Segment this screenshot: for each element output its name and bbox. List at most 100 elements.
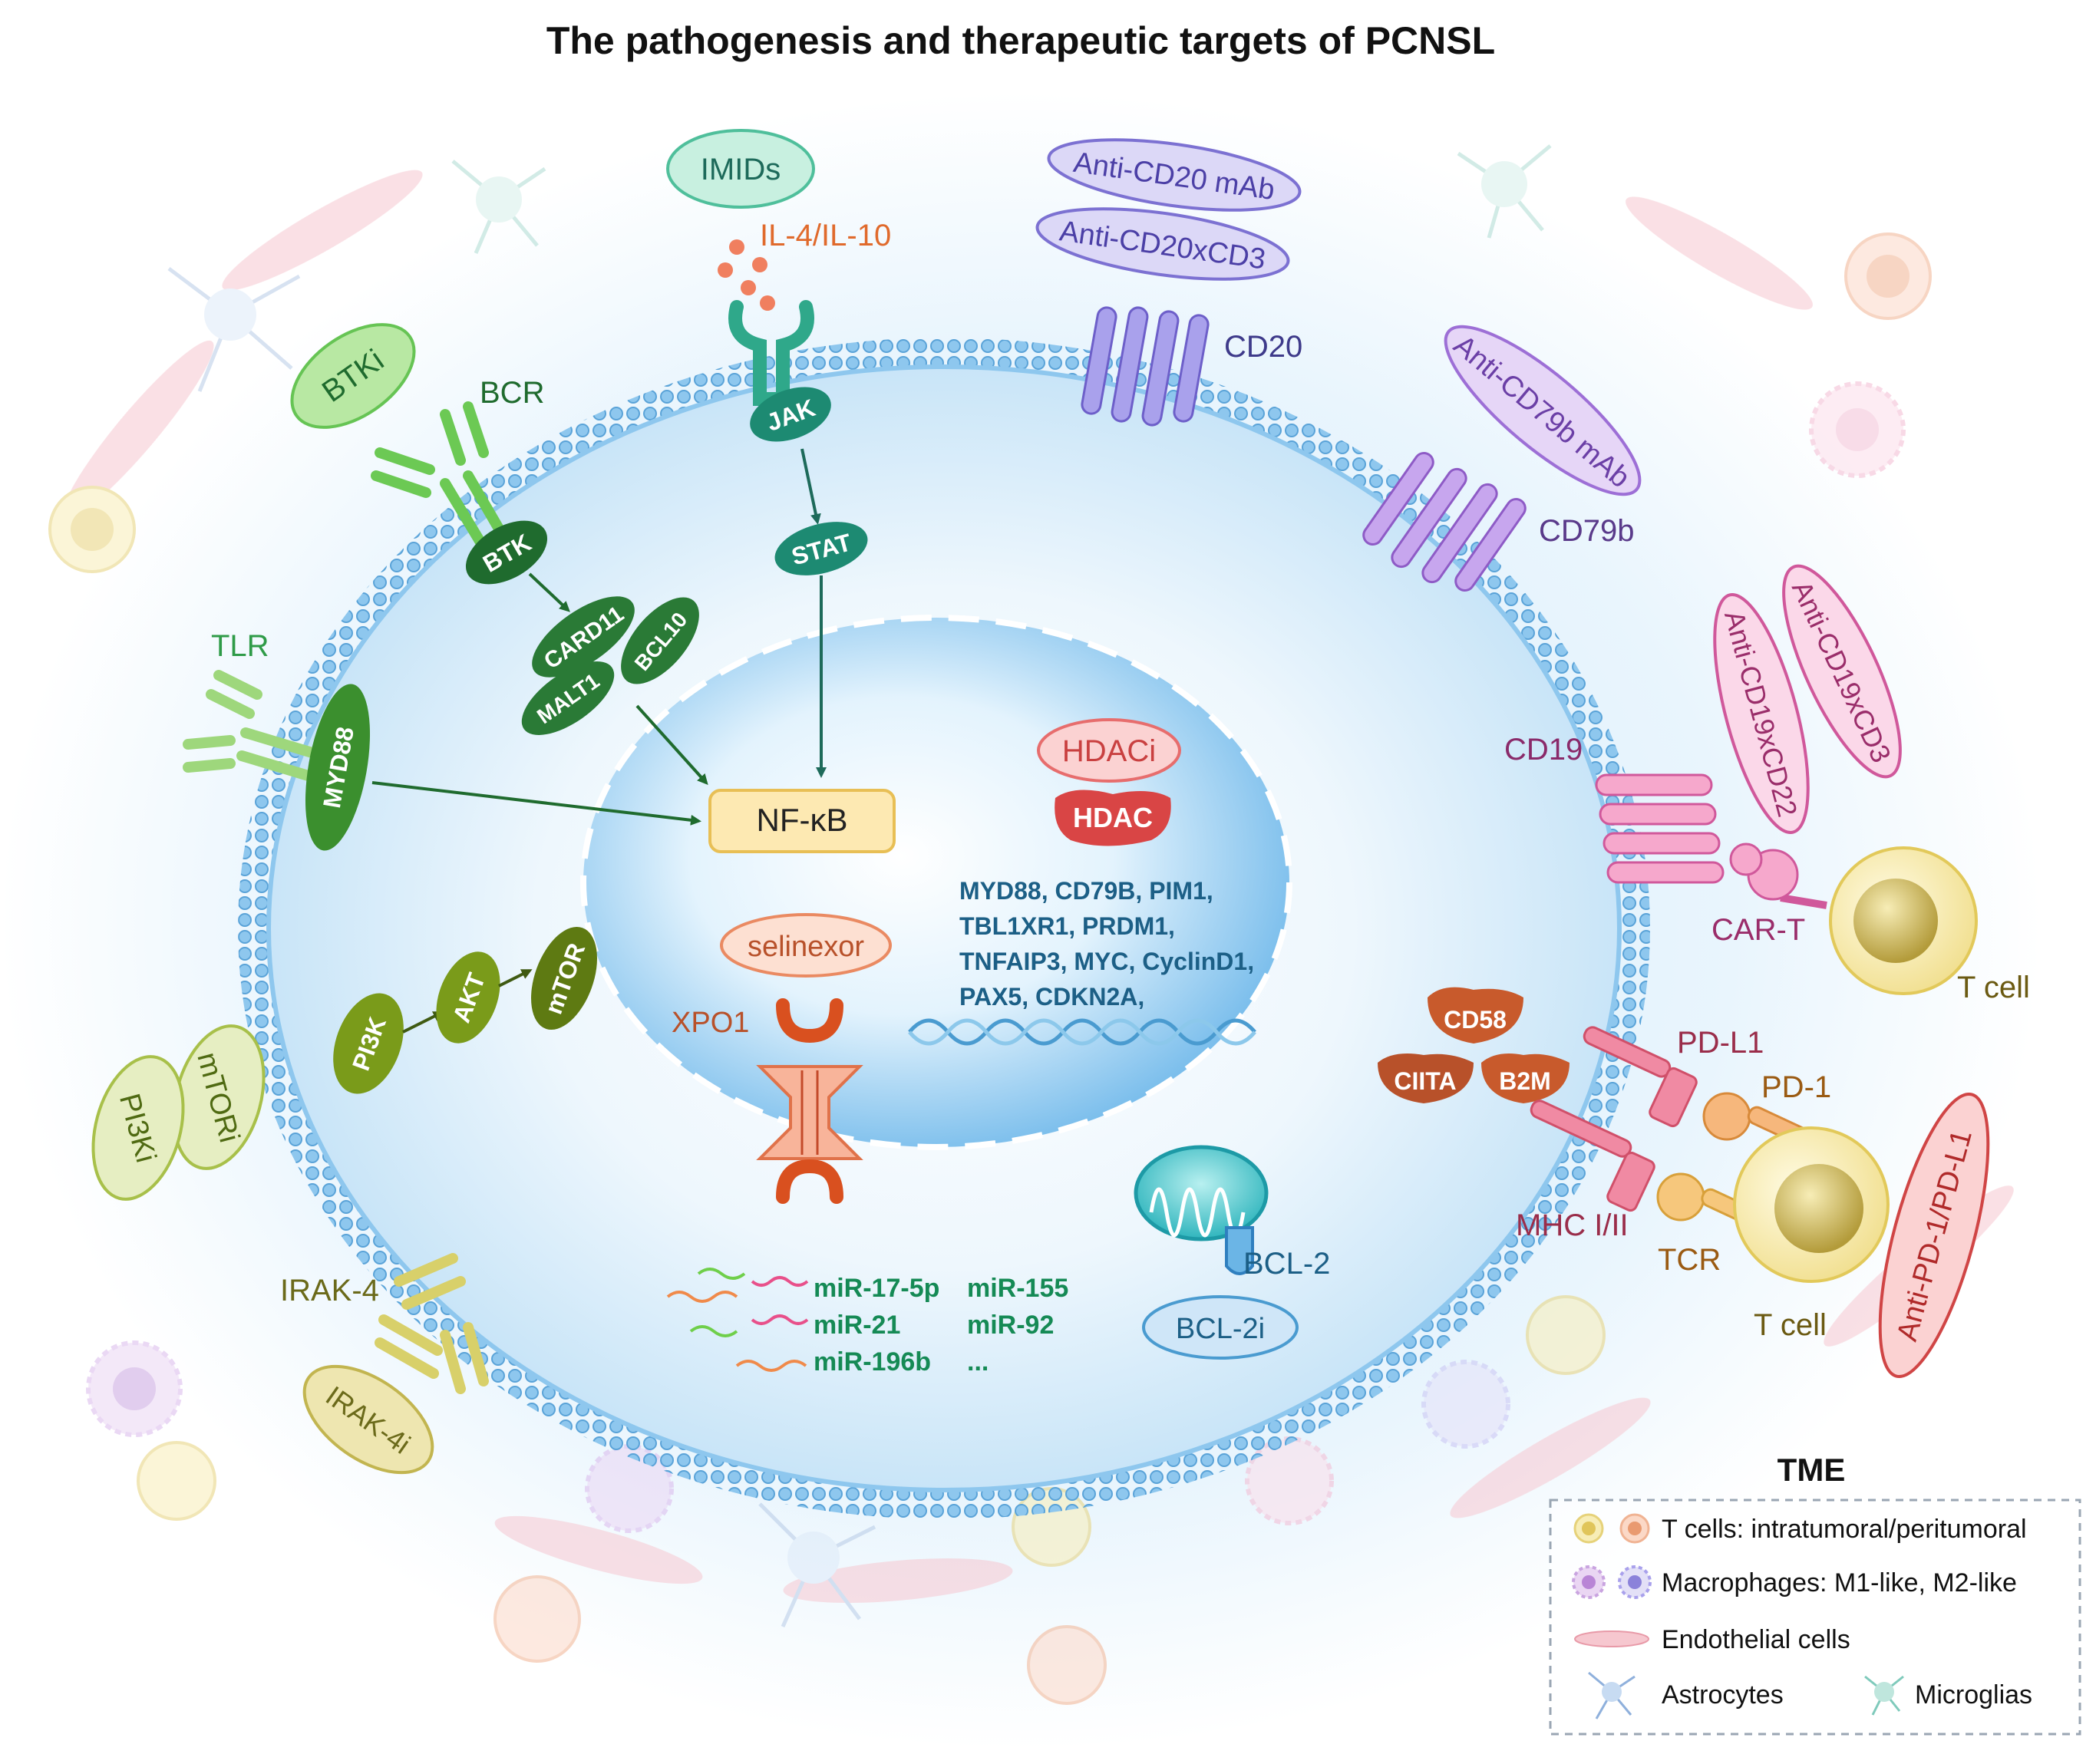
bcl2i-drug	[1142, 1295, 1299, 1360]
cd58-protein: CD58	[1428, 987, 1523, 1044]
hdac-group: HDACi HDAC	[1037, 718, 1181, 846]
bcr-group: BTKi BCR BTK CARD11 MALT1 BCL10	[290, 323, 708, 785]
hdac-label: HDAC	[1073, 802, 1153, 833]
xpo1-top-icon	[776, 998, 843, 1044]
car-receptor	[1729, 842, 1827, 909]
bcl2-label: BCL-2	[1243, 1247, 1330, 1281]
xpo1-label: XPO1	[672, 1007, 749, 1039]
mtor-protein: mTOR	[531, 926, 597, 1030]
dna-helix	[908, 1018, 1256, 1046]
cbm-to-nfkb-arrow	[635, 704, 708, 785]
mirna-1: miR-17-5p	[814, 1274, 939, 1303]
myd88-to-nfkb-arrow	[371, 781, 701, 826]
xpo1-bottom-icon	[776, 1159, 843, 1204]
pi3k-protein: PI3K	[333, 993, 404, 1094]
gene-line-1: MYD88, CD79B, PIM1,	[959, 877, 1213, 905]
legend-tcell-icons	[1573, 1513, 1650, 1544]
anti-pd1-pdl1-drug	[1878, 1092, 1990, 1379]
anti-cd20-mab-drug	[1047, 138, 1302, 212]
cd79b-label: CD79b	[1539, 514, 1635, 548]
legend-macrophage-icons	[1572, 1565, 1652, 1599]
mirna-6: ...	[967, 1347, 989, 1377]
gene-line-2: TBL1XR1, PRDM1,	[959, 912, 1175, 940]
jak-to-stat-arrow	[800, 448, 821, 525]
hdaci-drug	[1037, 718, 1181, 783]
legend-heading: TME	[1777, 1452, 1846, 1488]
bcl2-protein	[1225, 1226, 1254, 1275]
mirna-squiggles	[666, 1268, 809, 1372]
legend-astrocyte-icon	[1588, 1671, 1636, 1719]
nfkb-box: NF-κB	[708, 789, 896, 853]
anti-cd79b-mab-drug	[1444, 325, 1642, 496]
tlr-label: TLR	[211, 629, 269, 663]
imids-label: IMIDs	[701, 153, 781, 186]
tme-legend: TME T cells: intratumoral/peritumoral Ma…	[1549, 1452, 2081, 1736]
t-cell-bottom	[1733, 1126, 1890, 1283]
btk-protein: BTK	[465, 520, 548, 585]
xpo1-group: selinexor XPO1	[672, 913, 892, 1204]
legend-microglia-icon	[1864, 1675, 1904, 1716]
bcl2i-label: BCL-2i	[1176, 1313, 1265, 1345]
malt1-protein: MALT1	[521, 661, 615, 735]
pi3k-pathway: PI3K AKT mTOR	[333, 926, 597, 1094]
tcr-label: TCR	[1658, 1243, 1721, 1277]
irak4i-drug	[302, 1364, 434, 1475]
svg-text:CIITA: CIITA	[1394, 1067, 1456, 1095]
mhc-protein	[1530, 1100, 1655, 1212]
stat-protein: STAT	[774, 522, 868, 575]
mirna-4: miR-92	[967, 1311, 1054, 1340]
legend-astrocytes: Astrocytes	[1662, 1680, 1784, 1710]
gene-line-3: TNFAIP3, MYC, CyclinD1,	[959, 948, 1254, 975]
bcr-label: BCR	[480, 376, 544, 410]
mhc-label: MHC I/II	[1516, 1208, 1629, 1242]
svg-text:CD58: CD58	[1444, 1006, 1507, 1034]
legend-t-cells: T cells: intratumoral/peritumoral	[1662, 1515, 2027, 1544]
mirna-2: miR-155	[967, 1274, 1068, 1303]
anti-cd19xcd22-drug	[1713, 592, 1810, 835]
hdaci-label: HDACi	[1062, 734, 1156, 768]
irak4-label: IRAK-4	[280, 1274, 379, 1307]
nuclear-pore	[756, 1065, 863, 1160]
cd19-group: Anti-CD19xCD22 Anti-CD19xCD3 CD19 CAR-T …	[1504, 564, 2030, 1004]
legend-microglias: Microglias	[1915, 1680, 2032, 1710]
immune-checkpoint-group: CD58 CIITA B2M PD-L1 PD-1 MHC I/II TC	[1378, 987, 1990, 1379]
il4-il10-label: IL-4/IL-10	[760, 219, 891, 252]
t-cell-bottom-label: T cell	[1754, 1308, 1827, 1342]
cell-membrane-inner-line	[266, 364, 1622, 1492]
cytokine-dots	[718, 239, 775, 311]
t-cell-top-label: T cell	[1957, 971, 2030, 1004]
pd-l1-protein	[1583, 1026, 1698, 1128]
car-t-label: CAR-T	[1711, 913, 1805, 947]
svg-text:B2M: B2M	[1499, 1067, 1551, 1095]
t-cell-top	[1829, 846, 1978, 995]
btk-to-cbm-arrow	[528, 572, 570, 612]
ciita-protein: CIITA	[1378, 1053, 1474, 1103]
cd20-group: Anti-CD20 mAb Anti-CD20xCD3 CD20	[1035, 138, 1302, 427]
legend-macrophages: Macrophages: M1-like, M2-like	[1662, 1568, 2017, 1597]
mirna-5: miR-196b	[814, 1347, 931, 1377]
myd88-protein: MYD88	[305, 684, 371, 851]
b2m-protein: B2M	[1481, 1053, 1570, 1103]
bcl2-group: BCL-2 BCL-2i	[1134, 1145, 1330, 1360]
akt-protein: AKT	[436, 951, 500, 1044]
imids-group: IMIDs IL-4/IL-10 JAK STAT	[666, 129, 891, 778]
diagram-title: The pathogenesis and therapeutic targets…	[546, 19, 1495, 62]
gene-line-4: PAX5, CDKN2A,	[959, 983, 1144, 1011]
jak-protein: JAK	[750, 387, 831, 442]
cd20-receptor	[1081, 306, 1210, 427]
cd19-label: CD19	[1504, 733, 1583, 767]
legend-endothelial-icon	[1574, 1630, 1649, 1647]
legend-endothelial: Endothelial cells	[1662, 1625, 1850, 1654]
pi3ki-drug: PI3Ki	[91, 1055, 185, 1201]
irak4-group: IRAK-4 IRAK-4i	[280, 1253, 489, 1475]
imids-drug	[666, 129, 815, 209]
selinexor-label: selinexor	[748, 931, 864, 963]
cd20-label: CD20	[1224, 330, 1302, 364]
selinexor-drug	[720, 913, 892, 978]
tlr-receptor	[183, 670, 328, 784]
pd-l1-label: PD-L1	[1677, 1026, 1764, 1060]
hdac-protein	[1055, 790, 1171, 846]
mirna-3: miR-21	[814, 1311, 900, 1340]
anti-cd19xcd3-drug	[1782, 564, 1902, 779]
